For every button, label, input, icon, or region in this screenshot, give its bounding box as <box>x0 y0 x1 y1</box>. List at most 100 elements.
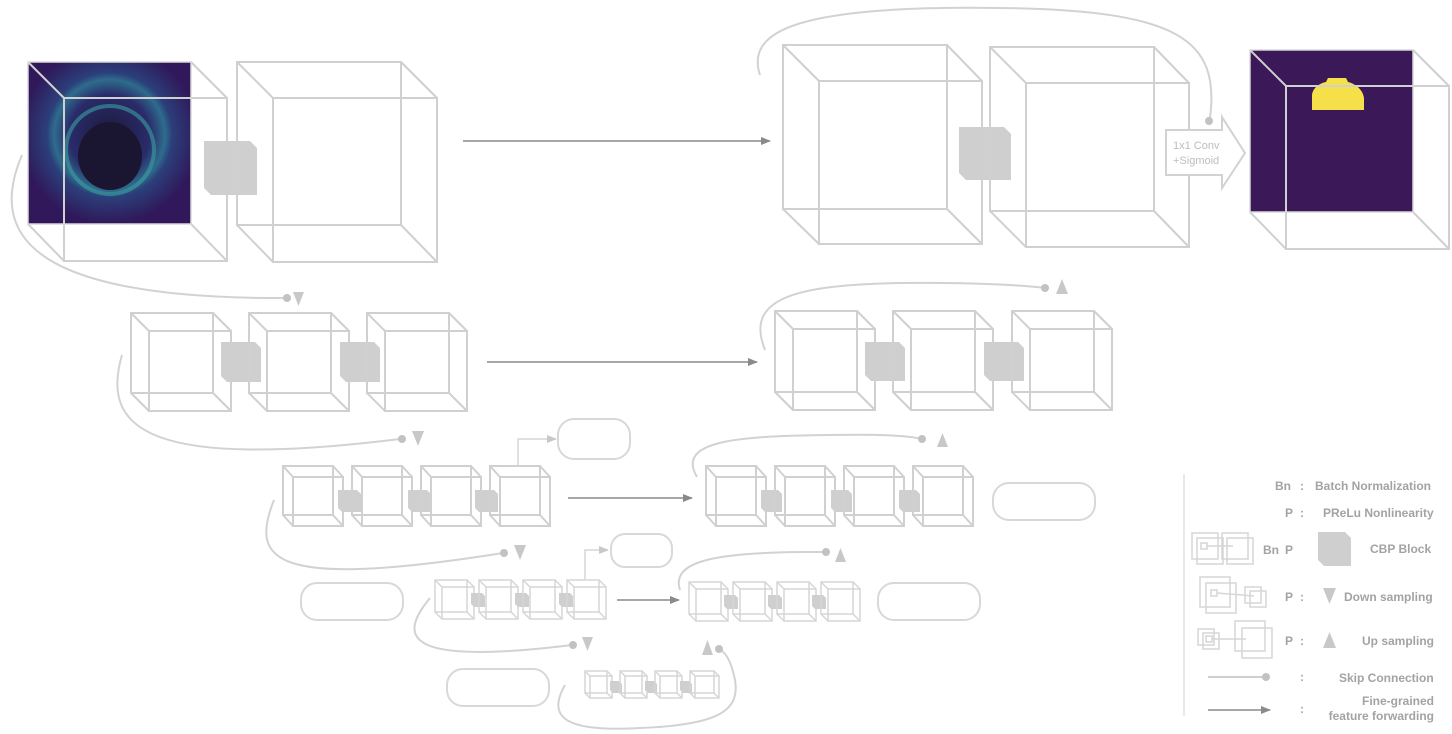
triangle-down-icon <box>514 545 526 560</box>
output-head-arrow: 1x1 Conv +Sigmoid <box>1165 113 1247 192</box>
branch-arrow-l4 <box>584 546 609 580</box>
cbp-block-l3-dec-1 <box>761 490 782 512</box>
legend-down-icon-cubes <box>1199 576 1267 614</box>
legend-cbp-p-key: P <box>1285 543 1293 557</box>
triangle-up-icon <box>937 433 948 447</box>
legend-p-key: P <box>1285 506 1293 520</box>
side-output-box-l4 <box>610 533 673 568</box>
cbp-block-l4-enc-2 <box>515 593 529 607</box>
legend-fine-label-2: feature forwarding <box>1329 709 1434 723</box>
feature-cube-l1-dec-b <box>989 46 1190 248</box>
triangle-down-icon <box>293 292 304 306</box>
feature-cube-l4-enc-4 <box>566 579 607 620</box>
skip-dot-down-l3 <box>500 549 508 557</box>
feature-cube-l2-enc-1 <box>130 312 232 412</box>
feature-cube-l3-enc-4 <box>489 465 551 527</box>
legend-up-icon-cubes <box>1197 620 1273 659</box>
cbp-block-l4-enc-3 <box>559 593 573 607</box>
triangle-up-icon <box>1056 279 1068 294</box>
skip-connection-down-l4 <box>413 597 573 653</box>
cbp-block-l4-dec-2 <box>768 595 782 609</box>
legend-cbp-label: CBP Block <box>1370 542 1431 556</box>
legend-fine-label-1: Fine-grained <box>1362 694 1434 708</box>
triangle-down-icon <box>1323 588 1336 604</box>
side-output-box-l4-dec <box>877 582 981 621</box>
cbp-block-l4-dec-1 <box>724 595 738 609</box>
legend-skip-dot <box>1262 673 1270 681</box>
legend-down-sep: : <box>1300 590 1304 604</box>
feature-cube-l4-enc-1 <box>434 579 475 620</box>
legend-down-key: P <box>1285 590 1293 604</box>
skip-connection-down-l2 <box>116 354 401 451</box>
feature-cube-l2-dec-1 <box>774 310 876 411</box>
feature-cube-l3-dec-4 <box>912 465 974 527</box>
feature-cube-l3-dec-2 <box>774 465 836 527</box>
skip-connection-l2 <box>759 281 1046 351</box>
legend-up-key: P <box>1285 634 1293 648</box>
cbp-block-l5-1 <box>610 681 622 693</box>
feature-cube-l5-1 <box>584 670 613 699</box>
side-output-box-l3 <box>557 418 631 460</box>
cbp-block-l2-enc-2 <box>340 342 380 382</box>
legend-cbp-icon-cubes <box>1191 532 1254 565</box>
legend-skip-sep: : <box>1300 670 1304 684</box>
cbp-block-l4-enc-1 <box>471 593 485 607</box>
feature-cube-l2-enc-3 <box>366 312 468 412</box>
input-image-cube <box>27 61 228 262</box>
skip-dot-l2 <box>1041 284 1049 292</box>
skip-connection-down-l1 <box>10 154 291 300</box>
feature-cube-l3-enc-1 <box>282 465 344 527</box>
feature-cube-l4-enc-2 <box>478 579 519 620</box>
cbp-block-l1-enc <box>204 141 257 195</box>
cbp-block-l5-2 <box>645 681 657 693</box>
skip-connection-l1 <box>756 6 1213 119</box>
cbp-block-l3-enc-1 <box>338 490 361 512</box>
feature-cube-l4-dec-3 <box>776 581 817 622</box>
skip-dot-down-l1 <box>283 294 291 302</box>
cbp-block-l3-dec-3 <box>899 490 920 512</box>
skip-connection-l3 <box>691 433 923 478</box>
legend-skip-label: Skip Connection <box>1339 671 1434 685</box>
feature-cube-l4-dec-2 <box>732 581 773 622</box>
triangle-up-icon <box>835 548 846 562</box>
feature-cube-l5-4 <box>689 670 720 699</box>
legend-bn-key: Bn <box>1275 479 1291 493</box>
legend-p-sep: : <box>1300 506 1304 520</box>
side-output-box-l5 <box>446 668 550 707</box>
cbp-block-icon <box>1318 532 1351 566</box>
skip-dot-l1 <box>1205 117 1213 125</box>
feature-cube-l2-dec-3 <box>1011 310 1113 411</box>
branch-arrow-l3 <box>517 435 557 466</box>
feature-cube-l3-dec-3 <box>843 465 905 527</box>
side-output-box-l4-left <box>300 582 404 621</box>
triangle-up-icon <box>1323 632 1336 648</box>
output-head-label-2: +Sigmoid <box>1173 155 1219 167</box>
legend-down-label: Down sampling <box>1344 590 1433 604</box>
cbp-block-l4-dec-3 <box>812 595 826 609</box>
output-mask-cube <box>1249 49 1450 250</box>
feature-cube-l5-3 <box>654 670 683 699</box>
feature-cube-l4-dec-1 <box>688 581 729 622</box>
skip-dot-l3 <box>918 435 926 443</box>
legend-p-label: PReLu Nonlinearity <box>1323 506 1434 520</box>
skip-connection-l4 <box>677 551 826 591</box>
triangle-down-icon <box>582 637 593 651</box>
feature-cube-l5-2 <box>619 670 648 699</box>
feature-cube-l3-dec-1 <box>705 465 767 527</box>
cbp-block-l3-dec-2 <box>831 490 852 512</box>
feature-cube-l4-dec-4 <box>820 581 861 622</box>
legend-fine-sep: : <box>1300 702 1304 716</box>
cbp-block-l5-3 <box>680 681 692 693</box>
feature-cube-l3-enc-3 <box>420 465 482 527</box>
cbp-block-l3-enc-2 <box>408 490 431 512</box>
triangle-down-icon <box>412 431 424 446</box>
output-head-label-1: 1x1 Conv <box>1173 140 1220 152</box>
skip-dot-l4 <box>822 548 830 556</box>
legend-cbp-bn-key: Bn <box>1263 543 1279 557</box>
side-output-box-l3-dec <box>992 482 1096 521</box>
triangle-up-icon <box>702 640 713 655</box>
feature-cube-l2-dec-2 <box>892 310 994 411</box>
cbp-block-l2-dec-1 <box>865 342 905 381</box>
cbp-block-l1-dec <box>959 127 1011 180</box>
